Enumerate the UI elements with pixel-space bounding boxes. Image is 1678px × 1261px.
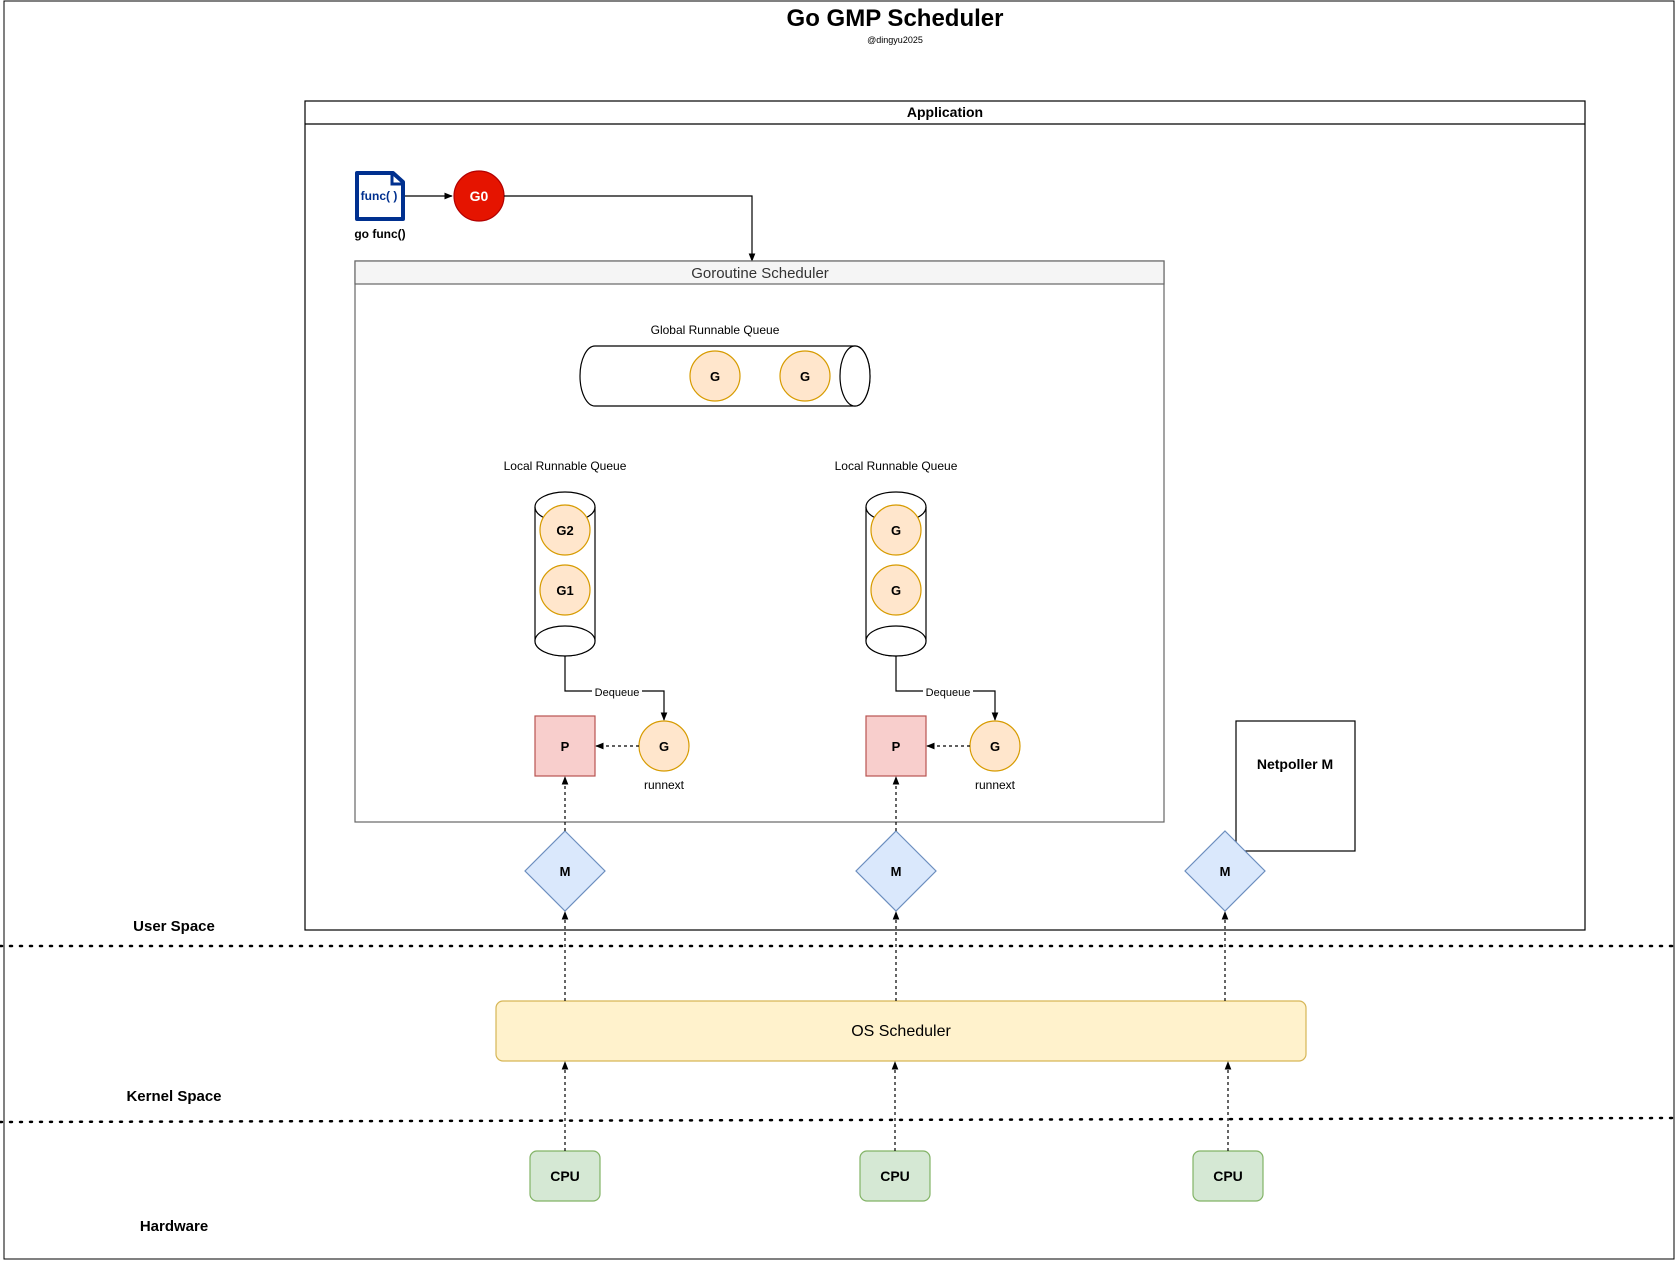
global-queue-goroutine-label: G (800, 369, 810, 384)
user-space-label: User Space (133, 918, 215, 935)
os-scheduler-box (495, 1000, 1307, 1062)
machine-m-2 (855, 830, 937, 912)
hardware-label: Hardware (140, 1218, 208, 1235)
local-queue-1-goroutine (539, 564, 591, 616)
diagram-title: Go GMP Scheduler (787, 5, 1004, 32)
runnext-label-1: runnext (644, 778, 685, 792)
global-queue-label: Global Runnable Queue (651, 323, 780, 337)
machine-m-1 (524, 830, 606, 912)
os-scheduler-label: OS Scheduler (851, 1023, 951, 1040)
runnext-label-2: runnext (975, 778, 1016, 792)
local-queue-2-goroutine (870, 504, 922, 556)
go-func-caption: go func() (354, 227, 405, 241)
netpoller-label: Netpoller M (1257, 756, 1333, 772)
local-queue-1-label: Local Runnable Queue (504, 459, 627, 473)
local-queue-1-goroutine-label: G1 (556, 583, 573, 598)
machine-m-netpoller-label: M (1220, 864, 1231, 879)
application-title: Application (907, 104, 983, 120)
goroutine-scheduler-container: Goroutine Scheduler (354, 260, 1165, 823)
diagram-subtitle: @dingyu2025 (867, 35, 923, 45)
cpu-3-label: CPU (1213, 1168, 1243, 1184)
global-queue-goroutine (779, 350, 831, 402)
cpu-2-label: CPU (880, 1168, 910, 1184)
g0-to-scheduler-arrow (504, 195, 756, 262)
local-queue-1-goroutine (539, 504, 591, 556)
global-queue-goroutine-label: G (710, 369, 720, 384)
processor-p-1 (534, 715, 596, 777)
dequeue-label-2: Dequeue (926, 687, 971, 699)
go-file-icon: func( ) (355, 171, 405, 221)
runnext-goroutine-2-label: G (990, 739, 1000, 754)
processor-p-2 (865, 715, 927, 777)
processor-p-1-label: P (561, 739, 570, 754)
processor-p-2-label: P (892, 739, 901, 754)
machine-m-2-label: M (891, 864, 902, 879)
g0-label: G0 (470, 188, 489, 204)
file-icon-text: func( ) (361, 189, 398, 203)
netpoller-box (1235, 720, 1356, 852)
runnext-goroutine-1-label: G (659, 739, 669, 754)
local-queue-2-label: Local Runnable Queue (835, 459, 958, 473)
global-queue-goroutine (689, 350, 741, 402)
dequeue-label-1: Dequeue (595, 687, 640, 699)
machine-m-netpoller (1184, 830, 1266, 912)
kernel-space-label: Kernel Space (126, 1088, 221, 1105)
scheduler-title: Goroutine Scheduler (691, 265, 829, 282)
machine-m-1-label: M (560, 864, 571, 879)
local-queue-2-goroutine-label: G (891, 523, 901, 538)
cpu-1-label: CPU (550, 1168, 580, 1184)
local-queue-2-goroutine-label: G (891, 583, 901, 598)
local-queue-1-goroutine-label: G2 (556, 523, 573, 538)
kernel-hardware-separator (0, 1116, 1678, 1124)
local-queue-2-goroutine (870, 564, 922, 616)
